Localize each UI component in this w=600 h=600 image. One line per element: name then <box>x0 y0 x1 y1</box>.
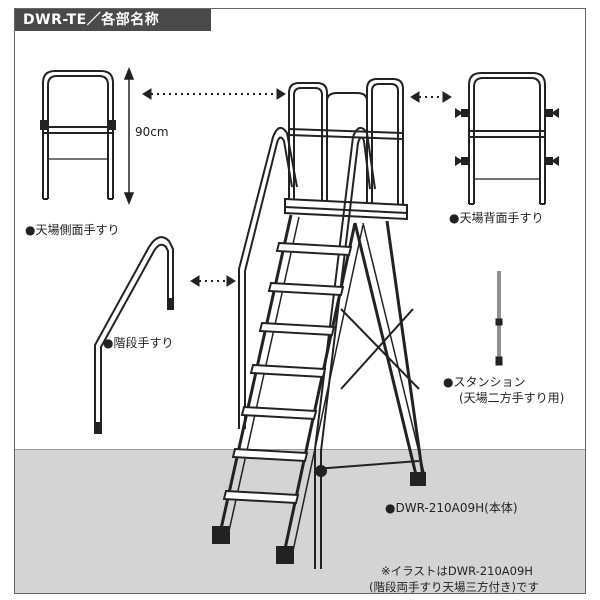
illustration-note-line1: ※イラストはDWR-210A09H <box>381 564 533 578</box>
back-rail-pointer <box>410 91 452 103</box>
side-rail-label: ●天場側面手すり <box>25 223 120 237</box>
stair-rail-pointer <box>190 275 236 287</box>
illustration-note-line2: (階段両手すり天場三方付き)です <box>369 580 539 594</box>
main-ladder-unit <box>212 78 426 569</box>
back-rail-label: ●天場背面手すり <box>449 211 544 225</box>
back-rail-clamps <box>455 108 559 166</box>
floor-line <box>15 449 585 450</box>
back-rail-part <box>468 72 546 205</box>
stanchion-label: ●スタンション <box>443 375 526 389</box>
height-dimension-label: 90cm <box>135 125 169 139</box>
height-dimension <box>123 66 135 206</box>
stair-rail-part <box>94 236 174 434</box>
parts-illustration <box>40 66 559 569</box>
stanchion-usage-label: (天場二方手すり用) <box>459 391 565 405</box>
figure-title: DWR-TE／各部名称 <box>15 9 211 31</box>
main-unit-label: ●DWR-210A09H(本体) <box>385 501 518 515</box>
figure-frame: DWR-TE／各部名称 <box>14 8 586 594</box>
side-rail-part <box>40 70 116 200</box>
side-rail-pointer <box>142 88 286 100</box>
stanchion-part <box>495 271 503 366</box>
stair-rail-label: ●階段手すり <box>103 336 174 350</box>
